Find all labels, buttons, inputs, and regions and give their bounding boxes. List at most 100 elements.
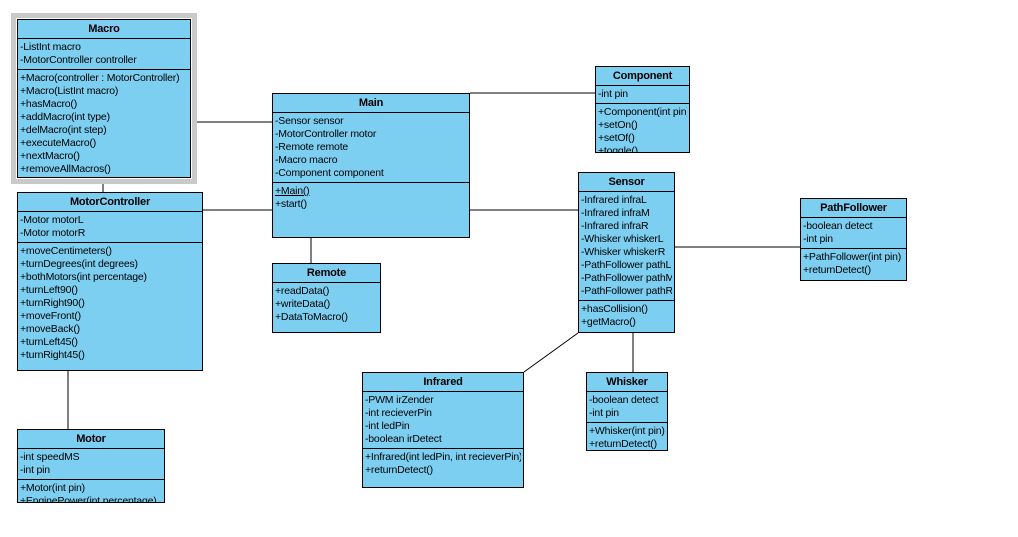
methods-compartment: +moveCentimeters()+turnDegrees(int degre… xyxy=(18,242,202,370)
method-row: +EnginePower(int percentage) xyxy=(20,495,157,502)
attribute-row: -PathFollower pathM xyxy=(581,272,672,284)
attribute-row: -ListInt macro xyxy=(20,41,81,53)
connector-sensor-infrared[interactable] xyxy=(523,332,579,373)
class-pathfollower[interactable]: PathFollower -boolean detect-int pin +Pa… xyxy=(800,198,907,281)
attribute-row: -boolean detect xyxy=(589,394,659,406)
class-main[interactable]: Main -Sensor sensor-MotorController moto… xyxy=(272,93,470,238)
method-row: +PathFollower(int pin) xyxy=(803,251,902,263)
method-row: +turnRight90() xyxy=(20,297,85,309)
attribute-row: -Whisker whiskerL xyxy=(581,233,664,245)
method-row: +readData() xyxy=(275,285,330,297)
class-title: MotorController xyxy=(69,196,151,208)
method-row: +moveCentimeters() xyxy=(20,245,112,257)
attribute-row: -PathFollower pathL xyxy=(581,259,672,271)
method-row: +turnLeft90() xyxy=(20,284,78,296)
method-row: +turnRight45() xyxy=(20,349,85,361)
attribute-row: -Component component xyxy=(275,167,384,179)
method-row: +Component(int pin) xyxy=(598,106,687,118)
methods-compartment: +PathFollower(int pin)+returnDetect() xyxy=(801,248,906,280)
attribute-row: -int recieverPin xyxy=(365,407,432,419)
attribute-row: -Sensor sensor xyxy=(275,115,344,127)
method-row: +Macro(controller : MotorController) xyxy=(20,72,180,84)
attribute-row: -int speedMS xyxy=(20,451,80,463)
class-infrared[interactable]: Infrared -PWM irZender-int recieverPin-i… xyxy=(362,372,524,488)
attribute-row: -int pin xyxy=(803,233,833,245)
attribute-row: -Infrared infraM xyxy=(581,207,650,219)
method-row: +moveBack() xyxy=(20,323,80,335)
class-remote[interactable]: Remote +readData()+writeData()+DataToMac… xyxy=(272,263,381,333)
attributes-compartment: -boolean detect-int pin xyxy=(801,217,906,248)
method-row: +delMacro(int step) xyxy=(20,124,107,136)
class-macro[interactable]: Macro -ListInt macro-MotorController con… xyxy=(11,13,197,184)
class-title: Remote xyxy=(306,267,347,279)
attribute-row: -boolean detect xyxy=(803,220,873,232)
attributes-compartment: -Motor motorL-Motor motorR xyxy=(18,211,202,242)
class-title: Sensor xyxy=(608,176,645,188)
method-row: +Main() xyxy=(275,185,310,197)
attribute-row: -PathFollower pathR xyxy=(581,285,672,297)
attribute-row: -Whisker whiskerR xyxy=(581,246,666,258)
method-row: +setOf() xyxy=(598,132,635,144)
attribute-row: -int pin xyxy=(598,88,628,100)
class-title: Macro xyxy=(88,23,120,35)
attribute-row: -Remote remote xyxy=(275,141,349,153)
class-motor[interactable]: Motor -int speedMS-int pin +Motor(int pi… xyxy=(17,429,165,503)
methods-compartment: +Infrared(int ledPin, int recieverPin)+r… xyxy=(363,448,523,487)
class-title: Whisker xyxy=(606,376,648,388)
class-sensor[interactable]: Sensor -Infrared infraL-Infrared infraM-… xyxy=(578,172,675,333)
class-component[interactable]: Component -int pin +Component(int pin)+s… xyxy=(595,66,690,153)
attribute-row: -int pin xyxy=(589,407,619,419)
methods-compartment: +Whisker(int pin)+returnDetect() xyxy=(587,422,667,450)
method-row: +hasCollision() xyxy=(581,303,648,315)
class-whisker[interactable]: Whisker -boolean detect-int pin +Whisker… xyxy=(586,372,668,451)
attribute-row: -Macro macro xyxy=(275,154,338,166)
class-title: Motor xyxy=(76,433,106,445)
attribute-row: -Infrared infraL xyxy=(581,194,647,206)
attributes-compartment: -Infrared infraL-Infrared infraM-Infrare… xyxy=(579,191,674,300)
class-motorcontroller[interactable]: MotorController -Motor motorL-Motor moto… xyxy=(17,192,203,371)
attributes-compartment: -boolean detect-int pin xyxy=(587,391,667,422)
method-row: +Infrared(int ledPin, int recieverPin) xyxy=(365,451,521,463)
methods-compartment: +Motor(int pin)+EnginePower(int percenta… xyxy=(18,479,164,502)
method-row: +nextMacro() xyxy=(20,150,80,162)
attribute-row: -Motor motorL xyxy=(20,214,84,226)
method-row: +writeData() xyxy=(275,298,331,310)
method-row: +returnDetect() xyxy=(365,464,433,476)
method-row: +setOn() xyxy=(598,119,638,131)
method-row: +turnLeft45() xyxy=(20,336,78,348)
attribute-row: -MotorController controller xyxy=(20,54,137,66)
attribute-row: -int pin xyxy=(20,464,50,476)
method-row: +turnDegrees(int degrees) xyxy=(20,258,138,270)
method-row: +Motor(int pin) xyxy=(20,482,85,494)
methods-compartment: +Main()+start() xyxy=(273,182,469,237)
attribute-row: -int ledPin xyxy=(365,420,410,432)
methods-compartment: +Macro(controller : MotorController)+Mac… xyxy=(18,69,190,177)
method-row: +returnDetect() xyxy=(803,264,871,276)
class-title: Main xyxy=(358,97,384,109)
attribute-row: -MotorController motor xyxy=(275,128,377,140)
methods-compartment: +hasCollision()+getMacro() xyxy=(579,300,674,332)
method-row: +hasMacro() xyxy=(20,98,78,110)
attributes-compartment: -int pin xyxy=(596,85,689,103)
method-row: +addMacro(int type) xyxy=(20,111,110,123)
method-row: +returnDetect() xyxy=(589,438,657,450)
attributes-compartment: -int speedMS-int pin xyxy=(18,448,164,479)
method-row: +bothMotors(int percentage) xyxy=(20,271,147,283)
class-title: Infrared xyxy=(423,376,463,388)
attribute-row: -Motor motorR xyxy=(20,227,86,239)
method-row: +start() xyxy=(275,198,307,210)
attributes-compartment: -Sensor sensor-MotorController motor-Rem… xyxy=(273,112,469,182)
class-title: Component xyxy=(612,70,673,82)
method-row: +DataToMacro() xyxy=(275,311,348,323)
class-title: PathFollower xyxy=(820,202,887,214)
attribute-row: -Infrared infraR xyxy=(581,220,649,232)
methods-compartment: +readData()+writeData()+DataToMacro() xyxy=(273,282,380,332)
attributes-compartment: -ListInt macro-MotorController controlle… xyxy=(18,38,190,69)
method-row: +toggle() xyxy=(598,145,638,152)
attribute-row: -boolean irDetect xyxy=(365,433,442,445)
method-row: +Macro(ListInt macro) xyxy=(20,85,119,97)
method-row: +executeMacro() xyxy=(20,137,97,149)
attributes-compartment: -PWM irZender-int recieverPin-int ledPin… xyxy=(363,391,523,448)
